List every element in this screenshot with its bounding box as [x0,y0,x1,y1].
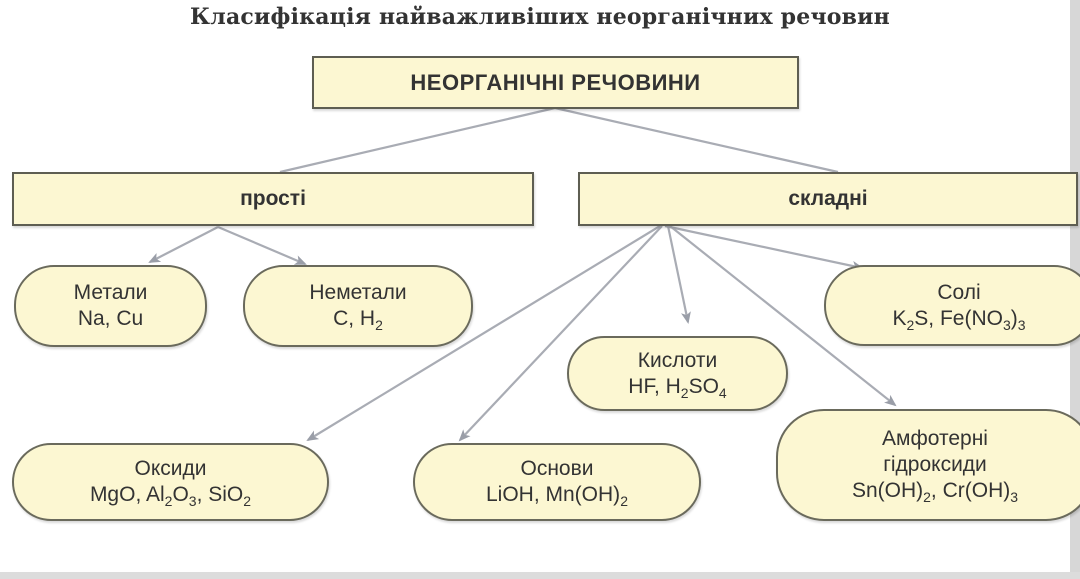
line-root-complex [554,106,839,174]
simple-substances-box: прості [12,172,534,226]
bottom-edge-strip [0,572,1080,579]
amphoteric-hydroxides-node: Амфотерні гідроксиди Sn(OH)2, Cr(OH)3 [776,409,1080,521]
root-box: НЕОРГАНІЧНІ РЕЧОВИНИ [312,56,799,109]
arrow-amphoteric [669,225,897,407]
oxides-node: Оксиди MgO, Al2O3, SiO2 [12,443,329,521]
arrow-metals [148,226,219,263]
node-name-line2: гідроксиди [883,453,987,476]
node-name: Амфотерні [882,427,988,450]
node-name: Неметали [309,281,407,304]
nonmetals-node: Неметали C, H2 [243,265,473,347]
salts-node: Солі K2S, Fe(NO3)3 [824,265,1080,346]
line-root-simple [279,106,556,174]
node-name: Метали [73,281,148,304]
metals-node: Метали Na, Cu [14,265,207,347]
acids-node: Кислоти HF, H2SO4 [567,336,788,411]
node-name: Основи [520,457,594,480]
arrow-nonmetals [217,225,307,266]
bases-node: Основи LiOH, Mn(OH)2 [413,443,701,521]
complex-substances-box: складні [578,172,1078,226]
node-name: Оксиди [134,457,207,480]
node-examples: K2S, Fe(NO3)3 [892,306,1026,333]
arrow-bases [458,225,663,442]
node-examples: LiOH, Mn(OH)2 [486,483,628,509]
arrow-oxides [306,225,661,442]
diagram-title: Класифікація найважливіших неорганічних … [190,4,890,30]
node-examples: HF, H2SO4 [628,374,727,401]
arrow-acids [666,225,691,324]
node-name: Кислоти [637,348,718,372]
node-name: Солі [937,280,981,304]
node-examples: Sn(OH)2, Cr(OH)3 [851,479,1019,505]
arrow-salts [664,224,864,271]
node-examples: C, H2 [333,307,383,333]
node-examples: Na, Cu [77,307,144,330]
node-examples: MgO, Al2O3, SiO2 [89,483,252,509]
